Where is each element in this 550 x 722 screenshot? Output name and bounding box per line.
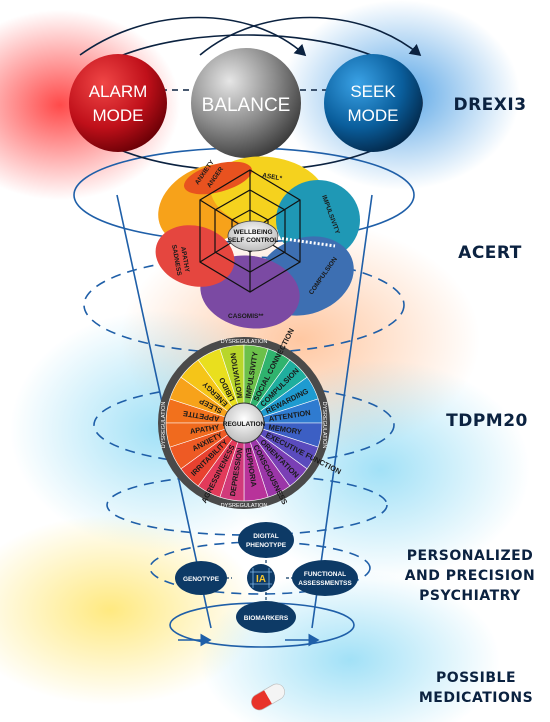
svg-text:WELLBEING: WELLBEING bbox=[234, 229, 273, 236]
biomarkers-bubble: BIOMARKERS bbox=[236, 601, 296, 633]
svg-text:ASSESSMENTSS: ASSESSMENTSS bbox=[298, 580, 352, 587]
svg-text:MODE: MODE bbox=[348, 106, 399, 125]
level-label-drexi3: DREXI3 bbox=[453, 95, 527, 115]
alarm-mode-sphere: ALARM MODE bbox=[69, 54, 167, 152]
medications-line-1: POSSIBLE bbox=[435, 670, 517, 686]
svg-text:MODE: MODE bbox=[93, 106, 144, 125]
svg-text:CASOMIS**: CASOMIS** bbox=[228, 313, 264, 320]
svg-text:BIOMARKERS: BIOMARKERS bbox=[244, 615, 289, 622]
dysregulation-left: DYSREGULATION bbox=[161, 402, 167, 449]
svg-text:IA: IA bbox=[256, 574, 266, 585]
acert-center: WELLBEING SELF CONTROL bbox=[227, 220, 336, 252]
svg-text:ALARM: ALARM bbox=[89, 82, 148, 101]
pill-icon bbox=[251, 683, 285, 711]
wheel-center-label: REGULATION bbox=[223, 421, 266, 428]
seek-mode-sphere: SEEK MODE bbox=[324, 54, 422, 152]
svg-text:ASEL*: ASEL* bbox=[262, 172, 283, 182]
svg-text:FUNCTIONAL: FUNCTIONAL bbox=[304, 571, 346, 578]
ia-brain-icon: IA bbox=[247, 564, 275, 592]
dysregulation-top: DYSREGULATION bbox=[221, 339, 268, 345]
svg-text:SEEK: SEEK bbox=[350, 82, 396, 101]
digital-phenotype-bubble: DIGITAL PHENOTYPE bbox=[238, 522, 294, 558]
dysregulation-right: DYSREGULATION bbox=[321, 402, 327, 449]
svg-text:PHENOTYPE: PHENOTYPE bbox=[246, 542, 287, 549]
svg-text:SELF CONTROL: SELF CONTROL bbox=[228, 237, 279, 244]
svg-text:GENOTYPE: GENOTYPE bbox=[183, 576, 220, 583]
precision-cluster: DIGITAL PHENOTYPE GENOTYPE IA FUNCTIONAL… bbox=[175, 522, 358, 633]
svg-text:APATHY: APATHY bbox=[179, 246, 190, 273]
functional-assessments-bubble: FUNCTIONAL ASSESSMENTSS bbox=[292, 560, 358, 596]
precision-line-1: PERSONALIZED bbox=[406, 548, 534, 564]
balance-sphere: BALANCE bbox=[191, 48, 301, 158]
level-label-possible-medications: POSSIBLE MEDICATIONS bbox=[410, 668, 542, 708]
svg-text:DIGITAL: DIGITAL bbox=[253, 533, 279, 540]
precision-line-3: PSYCHIATRY bbox=[419, 588, 521, 604]
svg-text:BALANCE: BALANCE bbox=[202, 95, 291, 116]
medications-line-2: MEDICATIONS bbox=[418, 690, 534, 706]
genotype-bubble: GENOTYPE bbox=[175, 561, 227, 595]
level-label-acert: ACERT bbox=[458, 243, 522, 263]
level-label-tdpm20: TDPM20 bbox=[446, 411, 528, 431]
precision-line-2: AND PRECISION bbox=[404, 568, 536, 584]
level-label-precision-psychiatry: PERSONALIZED AND PRECISION PSYCHIATRY bbox=[398, 546, 542, 606]
dysregulation-bottom: DYSREGULATION bbox=[221, 503, 268, 509]
